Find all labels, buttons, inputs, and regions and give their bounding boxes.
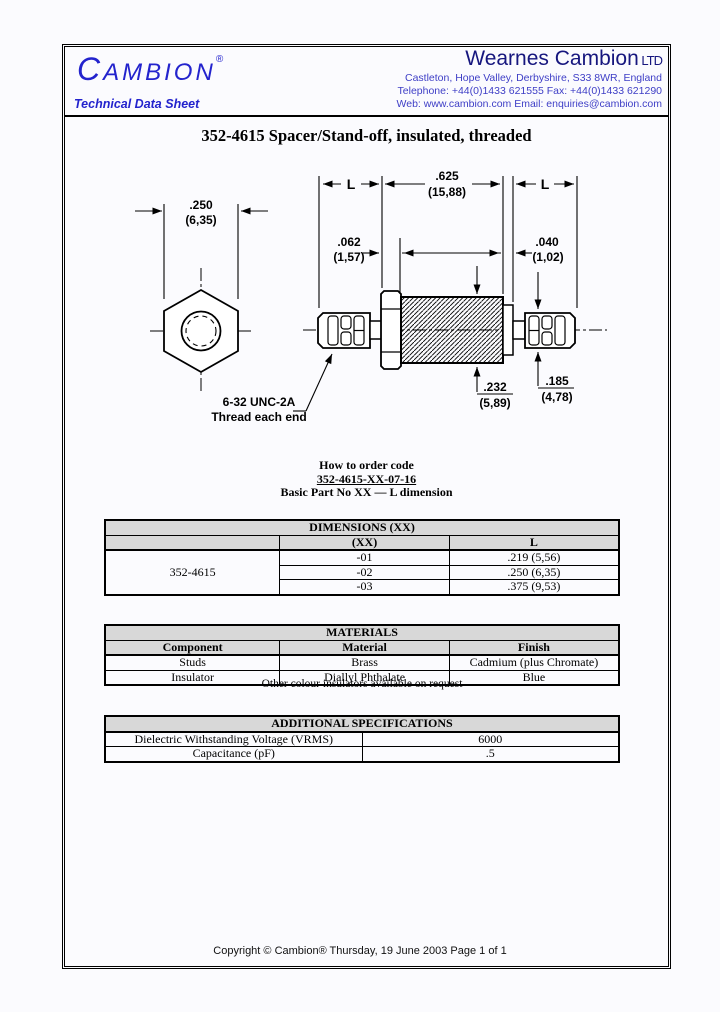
hex-section-side (380, 290, 402, 370)
company-name-main: Wearnes Cambion (465, 47, 639, 70)
thread-hole-circle (180, 310, 222, 352)
dim-185-label: .185 (545, 374, 569, 388)
material-cell: Diallyl Phthalate (279, 669, 450, 686)
dimensions-col-empty (104, 534, 281, 551)
thread-spec-label: 6-32 UNC-2A (223, 395, 296, 409)
dim-250-label: .250 (189, 198, 213, 212)
finish-cell: Cadmium (plus Chromate) (448, 654, 620, 671)
component-cell: Studs (104, 654, 281, 671)
dim-062-mm-label: (1,57) (333, 250, 364, 264)
xx-cell: -02 (279, 564, 450, 580)
table-row: 352-4615 -01 .219 (5,56) (104, 549, 620, 595)
materials-table: MATERIALS Component Material Finish Stud… (104, 624, 620, 686)
left-stud (317, 312, 371, 349)
company-name: Wearnes Cambion LTD (397, 47, 663, 72)
side-view (303, 290, 607, 370)
logo-first-letter: C (77, 51, 104, 87)
table-row: Studs Brass Cadmium (plus Chromate) (104, 654, 620, 671)
company-block: Wearnes Cambion LTD Castleton, Hope Vall… (396, 47, 663, 111)
table-row: -02 .250 (6,35) (105, 564, 620, 580)
dimensions-col-l: L (448, 534, 620, 551)
l-cell: .375 (9,53) (448, 579, 620, 595)
table-row: Dielectric Withstanding Voltage (VRMS) 6… (104, 731, 620, 747)
component-cell: Insulator (104, 669, 281, 686)
tagline: Technical Data Sheet (74, 97, 200, 111)
materials-table-title: MATERIALS (104, 624, 620, 641)
materials-col-component: Component (104, 639, 281, 656)
page-frame: CAMBION® Technical Data Sheet Wearnes Ca… (62, 44, 671, 969)
order-code-explanation: Basic Part No XX — L dimension (280, 485, 453, 499)
additional-specs-title: ADDITIONAL SPECIFICATIONS (104, 715, 620, 733)
thread-note-label: Thread each end (211, 410, 306, 424)
logo-rest: AMBION (103, 59, 216, 86)
table-row: Capacitance (pF) .5 (104, 746, 620, 762)
thread-minor-circle (185, 315, 217, 347)
dim-l-left-label: L (347, 176, 356, 192)
materials-col-material: Material (279, 639, 450, 656)
xx-cell: -03 (279, 579, 450, 595)
dim-185-mm-label: (4,78) (541, 390, 572, 404)
part-number-cell: 352-4615 (104, 549, 281, 595)
dim-625-mm-label: (15,88) (428, 185, 466, 199)
order-code-heading: How to order code (319, 458, 414, 472)
spec-value-cell: 6000 (361, 731, 620, 747)
table-row: Insulator Diallyl Phthalate Blue (104, 669, 620, 686)
l-cell: .250 (6,35) (448, 564, 620, 580)
company-address: Castleton, Hope Valley, Derbyshire, S33 … (405, 72, 662, 84)
dimension-lines: L .625 (15,88) L .062 (1,57) .040 (1,02)… (211, 169, 578, 424)
dim-232-mm-label: (5,89) (479, 396, 510, 410)
dim-040-mm-label: (1,02) (532, 250, 563, 264)
spec-value-cell: .5 (361, 746, 620, 762)
hex-end-view: .250 (6,35) (135, 198, 268, 394)
insulator-body (400, 296, 504, 364)
copyright-footer: Copyright © Cambion® Thursday, 19 June 2… (213, 945, 507, 957)
cambion-logo: CAMBION® (77, 53, 223, 87)
registered-mark-icon: ® (215, 53, 224, 65)
company-web-email: Web: www.cambion.com Email: enquiries@ca… (396, 98, 662, 110)
finish-cell: Blue (448, 669, 620, 686)
page-title: 352-4615 Spacer/Stand-off, insulated, th… (201, 126, 532, 145)
order-code-block: How to order code 352-4615-XX-07-16 Basi… (62, 458, 671, 500)
dim-250-mm-label: (6,35) (185, 213, 216, 227)
dim-062-label: .062 (337, 235, 361, 249)
company-phone-fax: Telephone: +44(0)1433 621555 Fax: +44(0)… (397, 85, 662, 97)
dimensions-table: DIMENSIONS (XX) (XX) L 352-4615 -01 .219… (104, 519, 620, 596)
dim-232-label: .232 (483, 380, 507, 394)
technical-drawing: .250 (6,35) (135, 169, 607, 424)
xx-cell: -01 (279, 549, 450, 566)
company-name-suffix: LTD (638, 53, 663, 68)
dimensions-col-xx: (XX) (279, 534, 450, 551)
right-stud (524, 312, 576, 349)
insulator-step (502, 304, 514, 356)
dim-l-right-label: L (541, 176, 550, 192)
additional-specs-table: ADDITIONAL SPECIFICATIONS Dielectric Wit… (104, 715, 620, 763)
table-row: -03 .375 (9,53) (105, 579, 620, 595)
spec-name-cell: Dielectric Withstanding Voltage (VRMS) (104, 731, 363, 747)
materials-col-finish: Finish (448, 639, 620, 656)
l-cell: .219 (5,56) (448, 549, 620, 566)
material-cell: Brass (279, 654, 450, 671)
right-shaft (512, 320, 526, 340)
spec-name-cell: Capacitance (pF) (104, 746, 363, 762)
order-code: 352-4615-XX-07-16 (316, 471, 417, 486)
dim-625-label: .625 (435, 169, 459, 183)
materials-footnote: Other colour insulators available on req… (261, 678, 463, 690)
dim-040-label: .040 (535, 235, 559, 249)
dimensions-table-title: DIMENSIONS (XX) (104, 519, 620, 536)
header-divider (65, 115, 668, 117)
